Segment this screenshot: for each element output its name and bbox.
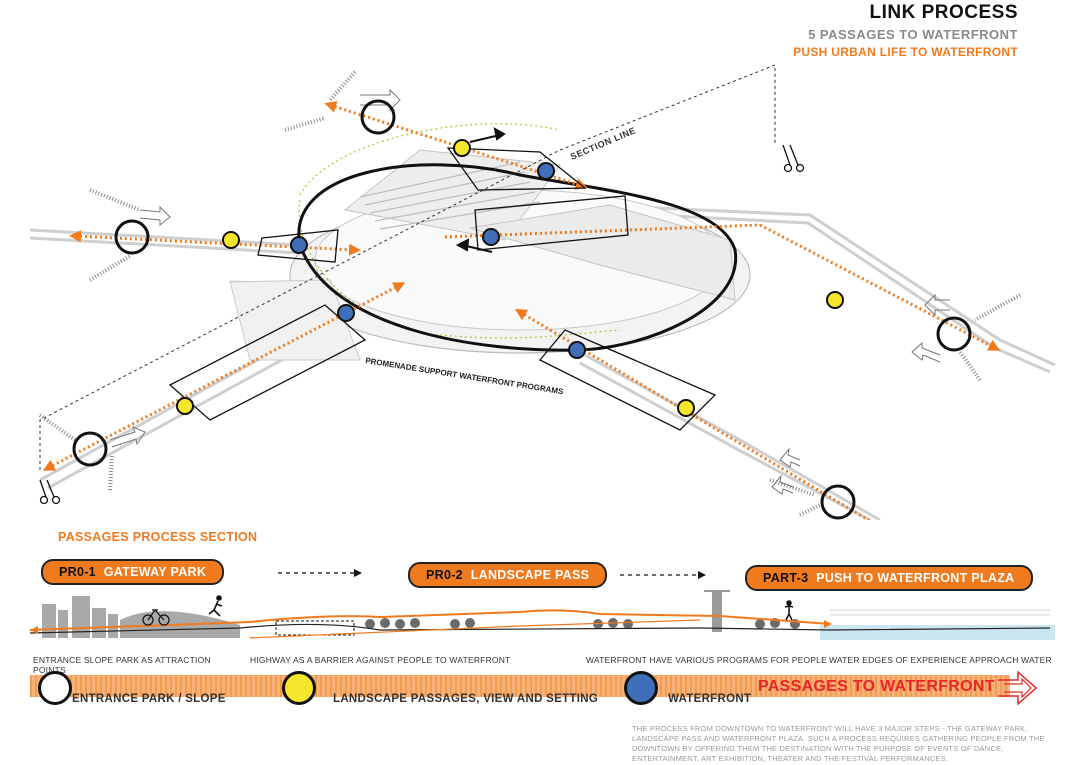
section-flow-line: [29, 609, 831, 631]
direction-arrows: [455, 127, 506, 253]
entrance-node: [72, 431, 108, 467]
landscape-node: [176, 397, 194, 415]
landscape-node: [453, 139, 471, 157]
waterfront-node: [337, 304, 355, 322]
caption-entrance: ENTRANCE SLOPE PARK AS ATTRACTION POINTS: [33, 655, 211, 675]
legend-landscape-marker: [282, 671, 316, 705]
promenade-label: PROMENADE SUPPORT WATERFRONT PROGRAMS: [365, 356, 565, 396]
caption-highway: HIGHWAY AS A BARRIER AGAINST PEOPLE TO W…: [250, 655, 511, 665]
page-tagline: PUSH URBAN LIFE TO WATERFRONT: [793, 45, 1018, 59]
legend-entrance-marker: [38, 671, 72, 705]
waterfront-node: [482, 228, 500, 246]
step-code: PART-3: [763, 571, 809, 585]
entrance-node: [936, 316, 972, 352]
person-icon: [784, 600, 794, 621]
legend-entrance-label: ENTRANCE PARK / SLOPE: [72, 693, 226, 705]
caption-waterfront: WATERFRONT HAVE VARIOUS PROGRAMS FOR PEO…: [586, 655, 827, 665]
section-drawing: [29, 590, 1055, 640]
step-label: PUSH TO WATERFRONT PLAZA: [816, 571, 1015, 585]
section-title: PASSAGES PROCESS SECTION: [58, 530, 258, 544]
landscape-node: [677, 399, 695, 417]
bicycle-icon: [142, 609, 170, 626]
double-arrow-icon: [998, 670, 1038, 706]
page-title: LINK PROCESS: [869, 2, 1018, 23]
step-label: LANDSCAPE PASS: [470, 568, 590, 582]
landscape-node: [222, 231, 240, 249]
footnote: THE PROCESS FROM DOWNTOWN TO WATERFRONT …: [632, 724, 1045, 763]
step-label: GATEWAY PARK: [103, 565, 207, 579]
step-pill-1: PR0-1 GATEWAY PARK: [41, 559, 225, 585]
legend-bar: [30, 675, 1010, 697]
plan-diagram: SECTION LINE PROMENADE SUPPORT WATERFRON…: [29, 64, 1056, 520]
legend-waterfront-label: WATERFRONT: [668, 693, 752, 705]
entrance-node: [360, 99, 396, 135]
highway-barrier: [275, 620, 355, 636]
landscape-node: [826, 291, 844, 309]
caption-water-edges: WATER EDGES OF EXPERIENCE APPROACH WATER: [829, 655, 1052, 665]
waterfront-node: [537, 162, 555, 180]
step-code: PR0-1: [59, 565, 96, 579]
runner-icon: [208, 595, 223, 617]
passages-to-waterfront-label: PASSAGES TO WATERFRONT: [758, 678, 995, 695]
entrance-node: [820, 484, 856, 520]
step-pill-3: PART-3 PUSH TO WATERFRONT PLAZA: [745, 565, 1033, 591]
scissors-icon: [782, 144, 805, 173]
grey-hatched-arrows: [38, 70, 1021, 517]
legend-waterfront-marker: [624, 671, 658, 705]
tower: [712, 592, 722, 632]
grey-outline-arrows: [109, 88, 950, 495]
entrance-nodes: [72, 99, 972, 520]
waterfront-node: [290, 236, 308, 254]
page-subtitle: 5 PASSAGES TO WATERFRONT: [808, 27, 1018, 42]
waterfront-node: [568, 341, 586, 359]
legend-landscape-label: LANDSCAPE PASSAGES, VIEW AND SETTING: [333, 693, 599, 705]
scissors-icon: [39, 479, 61, 505]
step-pill-2: PR0-2 LANDSCAPE PASS: [408, 562, 608, 588]
section-line-label: SECTION LINE: [569, 125, 638, 162]
entrance-node: [114, 219, 150, 255]
waterfront-nodes: [290, 162, 586, 359]
landscape-nodes: [176, 139, 844, 417]
passages: [42, 101, 1001, 520]
passage-boxes: [168, 147, 717, 431]
step-code: PR0-2: [426, 568, 463, 582]
